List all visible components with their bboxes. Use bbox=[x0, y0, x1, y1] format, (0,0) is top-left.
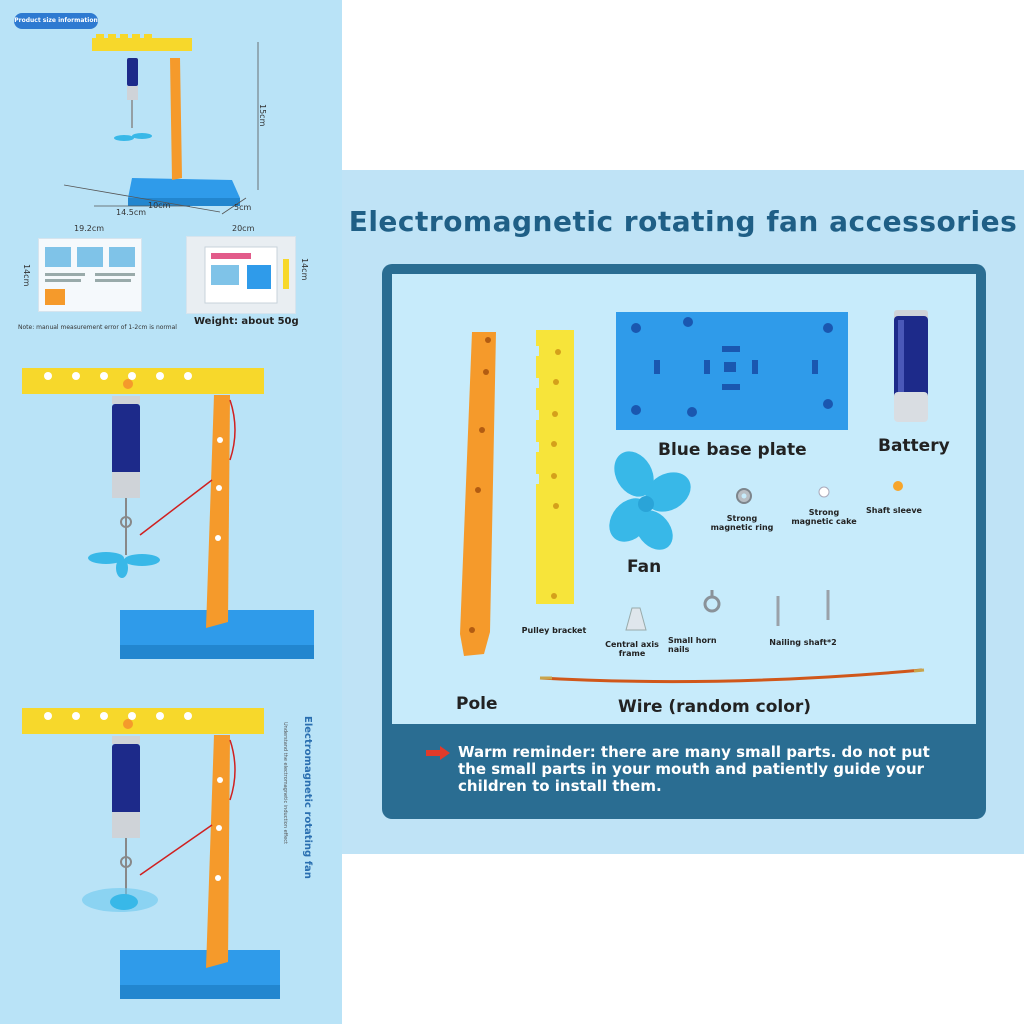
label-nailing-shaft: Nailing shaft*2 bbox=[769, 638, 837, 647]
battery-shape bbox=[127, 58, 138, 86]
pulley-bracket-part bbox=[536, 330, 574, 604]
manual-width-label: 19.2cm bbox=[74, 224, 105, 233]
product-photo-2 bbox=[22, 708, 280, 999]
product-vertical-title: Electromagnetic rotating fan bbox=[302, 716, 313, 879]
weight-label: Weight: about 50g bbox=[194, 316, 299, 327]
product-dimension-diagram bbox=[63, 34, 259, 215]
magnetic-cake-part bbox=[818, 486, 830, 498]
pole-shape bbox=[170, 58, 182, 180]
horn-nail-part bbox=[703, 595, 721, 613]
product-photo-1 bbox=[22, 368, 314, 659]
accessories-heading: Electromagnetic rotating fan accessories bbox=[348, 205, 1018, 238]
accessories-illustration bbox=[460, 310, 928, 684]
pulley-bar-shape bbox=[92, 38, 192, 51]
fan-part bbox=[609, 451, 691, 550]
label-pulley-bracket: Pulley bracket bbox=[521, 626, 587, 635]
right-bottom-whitespace bbox=[342, 854, 1024, 1024]
axis-frame-part bbox=[625, 607, 647, 631]
label-battery: Battery bbox=[878, 436, 950, 456]
package-thumbnail bbox=[186, 236, 296, 314]
package-height-label: 14cm bbox=[300, 258, 309, 281]
shaft-sleeve-part bbox=[893, 481, 903, 491]
label-central-axis-frame: Central axis frame bbox=[605, 640, 659, 658]
label-blue-base-plate: Blue base plate bbox=[658, 440, 807, 460]
size-info-tag: Product size information bbox=[14, 13, 98, 29]
label-magnetic-cake: Strong magnetic cake bbox=[791, 508, 857, 526]
label-fan: Fan bbox=[627, 557, 662, 577]
pole-part bbox=[460, 332, 496, 656]
arrow-right-icon bbox=[426, 746, 450, 760]
label-magnetic-ring: Strong magnetic ring bbox=[710, 514, 774, 532]
manual-height-label: 14cm bbox=[22, 264, 31, 287]
label-wire: Wire (random color) bbox=[618, 697, 812, 717]
package-width-label: 20cm bbox=[232, 224, 255, 233]
dim-length-inner-label: 10cm bbox=[148, 201, 171, 210]
right-top-whitespace bbox=[342, 0, 1024, 170]
label-horn-nails: Small horn nails bbox=[668, 636, 717, 654]
manual-thumbnail bbox=[38, 238, 142, 312]
measurement-note: Note: manual measurement error of 1-2cm … bbox=[18, 324, 177, 331]
dim-length-outer-label: 14.5cm bbox=[116, 208, 147, 217]
base-plate-shape bbox=[128, 178, 240, 198]
label-pole: Pole bbox=[456, 694, 498, 714]
warm-reminder: Warm reminder: there are many small part… bbox=[458, 743, 930, 795]
wire-part bbox=[539, 668, 923, 684]
dim-depth-label: 5cm bbox=[234, 203, 252, 212]
product-vertical-subtitle: Understand the electromagnetic induction… bbox=[282, 722, 288, 844]
label-shaft-sleeve: Shaft sleeve bbox=[866, 506, 922, 515]
dim-height-label: 15cm bbox=[258, 104, 267, 127]
